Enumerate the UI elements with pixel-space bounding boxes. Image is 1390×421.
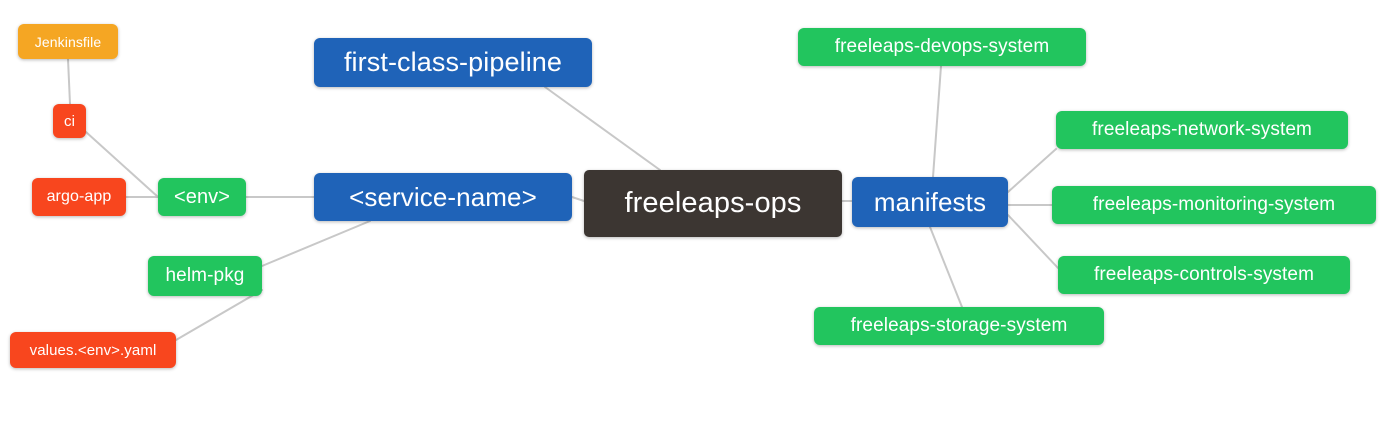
node-freeleaps-storage-system[interactable]: freeleaps-storage-system xyxy=(814,307,1104,345)
node-freeleaps-monitoring-system[interactable]: freeleaps-monitoring-system xyxy=(1052,186,1376,224)
node-env[interactable]: <env> xyxy=(158,178,246,216)
node-label: <service-name> xyxy=(349,181,537,212)
edge-values-yaml-to-helm-pkg xyxy=(175,289,263,341)
node-values-yaml[interactable]: values.<env>.yaml xyxy=(10,332,176,368)
edge-first-class-pipeline-to-freeleaps-ops xyxy=(544,86,661,171)
node-freeleaps-devops-system[interactable]: freeleaps-devops-system xyxy=(798,28,1086,66)
edge-manifests-to-freeleaps-devops-system xyxy=(932,65,942,178)
node-service-name[interactable]: <service-name> xyxy=(314,173,572,221)
node-label: freeleaps-network-system xyxy=(1092,119,1312,140)
node-label: first-class-pipeline xyxy=(343,47,563,77)
node-freeleaps-ops[interactable]: freeleaps-ops xyxy=(584,170,842,237)
node-jenkinsfile[interactable]: Jenkinsfile xyxy=(18,24,118,59)
node-ci[interactable]: ci xyxy=(53,104,86,138)
node-label: ci xyxy=(63,112,76,130)
node-label: manifests xyxy=(873,186,987,217)
node-manifests[interactable]: manifests xyxy=(852,177,1008,227)
node-label: freeleaps-controls-system xyxy=(1093,264,1315,285)
node-label: freeleaps-ops xyxy=(624,187,802,219)
node-first-class-pipeline[interactable]: first-class-pipeline xyxy=(314,38,592,87)
node-freeleaps-network-system[interactable]: freeleaps-network-system xyxy=(1056,111,1348,149)
edge-helm-pkg-to-service-name xyxy=(261,220,371,267)
node-label: freeleaps-devops-system xyxy=(834,36,1050,57)
node-freeleaps-controls-system[interactable]: freeleaps-controls-system xyxy=(1058,256,1350,294)
node-argo-app[interactable]: argo-app xyxy=(32,178,126,216)
node-label: values.<env>.yaml xyxy=(29,341,157,359)
edge-manifests-to-freeleaps-controls-system xyxy=(1007,214,1059,269)
edge-jenkinsfile-to-ci xyxy=(67,58,71,105)
node-label: argo-app xyxy=(46,188,112,205)
edge-manifests-to-freeleaps-storage-system xyxy=(929,226,963,308)
node-helm-pkg[interactable]: helm-pkg xyxy=(148,256,262,296)
edge-service-name-to-freeleaps-ops xyxy=(571,196,585,202)
node-label: freeleaps-storage-system xyxy=(850,315,1068,336)
node-label: freeleaps-monitoring-system xyxy=(1092,194,1336,215)
node-label: <env> xyxy=(173,185,231,208)
node-label: Jenkinsfile xyxy=(34,33,102,50)
node-label: helm-pkg xyxy=(165,265,245,286)
edge-manifests-to-freeleaps-network-system xyxy=(1007,148,1057,193)
